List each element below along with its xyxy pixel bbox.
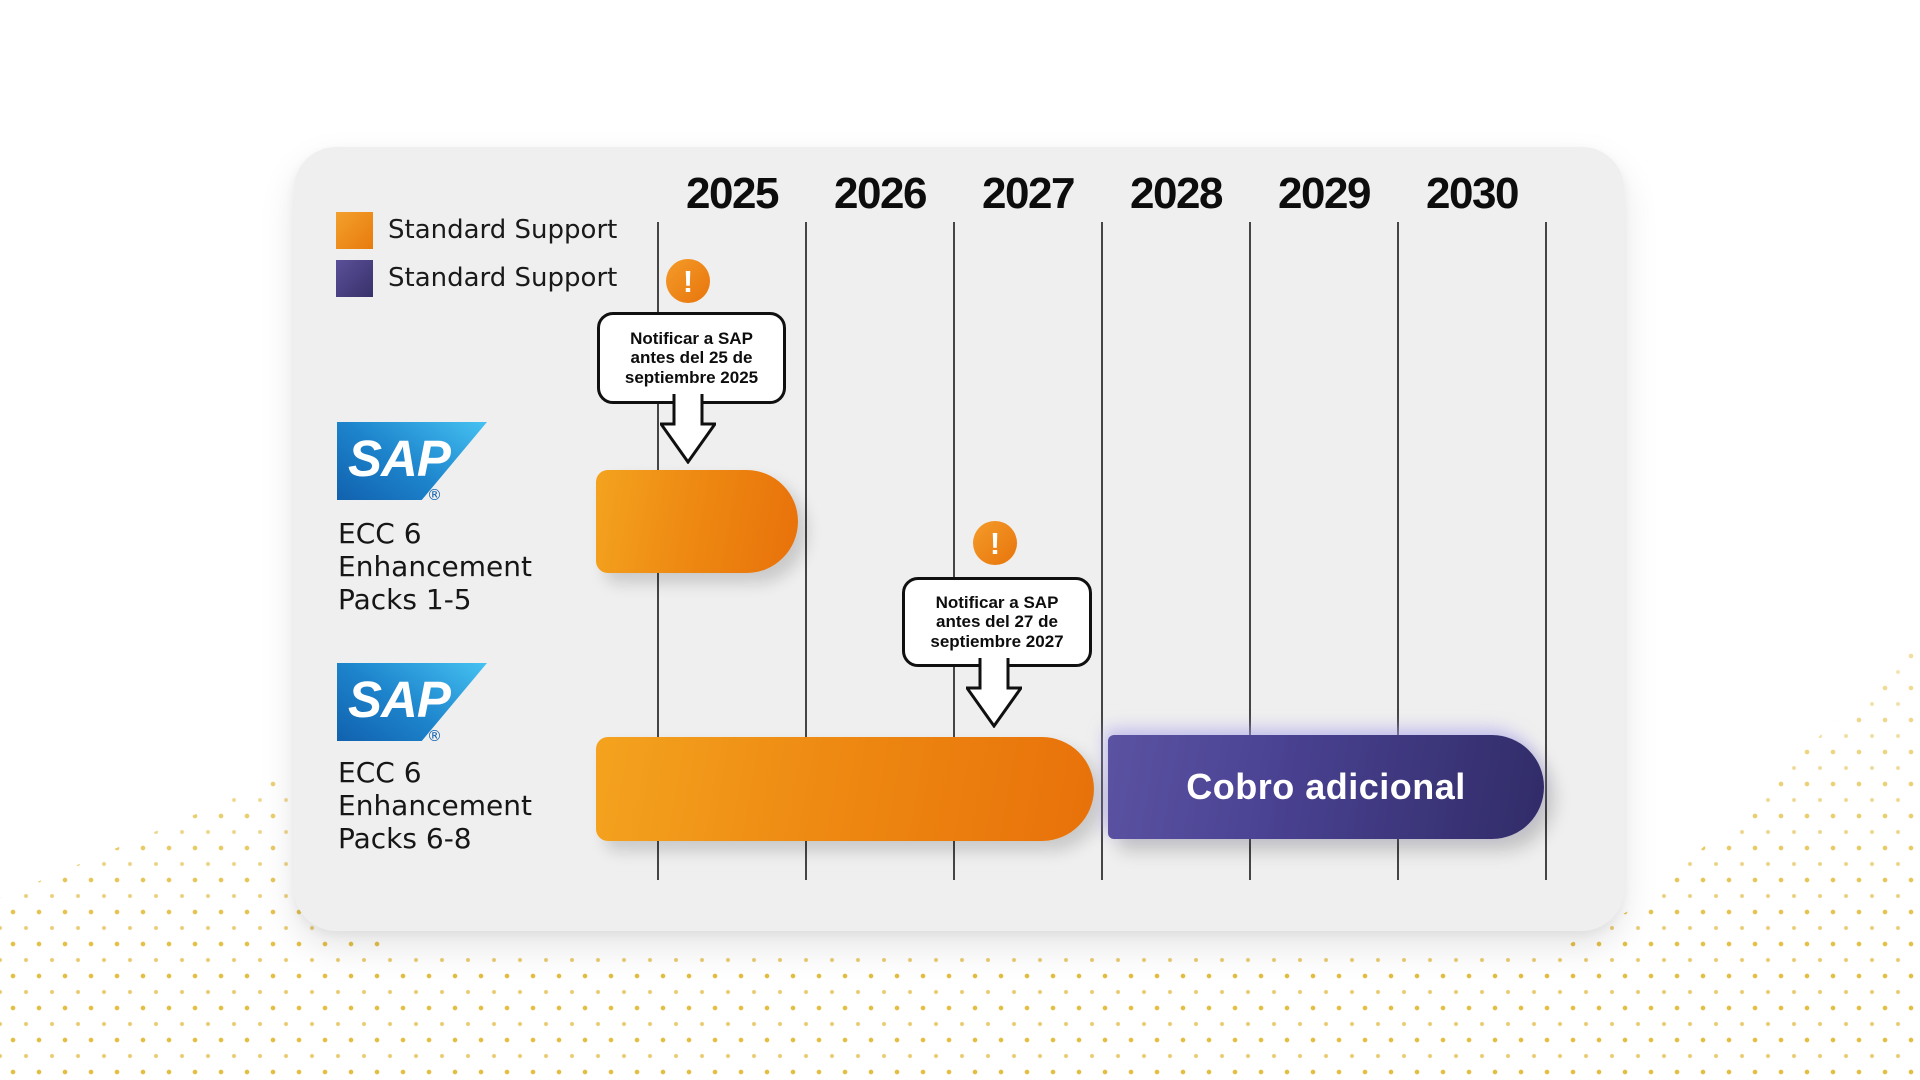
product-label-packs-6-8: ECC 6 Enhancement Packs 6-8 <box>338 756 532 855</box>
bar-label: Cobro adicional <box>1186 766 1466 807</box>
callout-line: septiembre 2025 <box>624 367 759 387</box>
warning-icon: ! <box>973 521 1017 565</box>
gridline <box>1397 222 1399 880</box>
legend-swatch-orange <box>336 211 373 249</box>
year-label-2028: 2028 <box>1130 169 1223 218</box>
gridline <box>953 222 955 880</box>
product-line: ECC 6 <box>338 517 422 550</box>
product-line: ECC 6 <box>338 756 422 789</box>
gridline <box>1249 222 1251 880</box>
callout-notify-2025: Notificar a SAP antes del 25 de septiemb… <box>597 312 786 404</box>
product-line: Enhancement <box>338 550 532 583</box>
legend-item-standard-support-orange: Standard Support <box>336 206 617 254</box>
year-label-2027: 2027 <box>982 169 1075 218</box>
support-bar-packs-1-5 <box>596 470 798 573</box>
sap-logo-text: SAP <box>348 671 451 728</box>
registered-mark: ® <box>427 486 442 504</box>
exclamation-glyph: ! <box>989 525 1001 561</box>
year-label-2030: 2030 <box>1426 169 1519 218</box>
gridline <box>805 222 807 880</box>
callout-line: antes del 25 de <box>630 348 753 368</box>
callout-line: septiembre 2027 <box>930 631 1064 651</box>
year-label-2029: 2029 <box>1278 169 1371 218</box>
callout-line: antes del 27 de <box>936 612 1058 632</box>
gridline <box>1545 222 1547 880</box>
legend-swatch-purple <box>336 259 373 297</box>
gridline <box>1101 222 1103 880</box>
callout-notify-2027: Notificar a SAP antes del 27 de septiemb… <box>902 577 1092 667</box>
exclamation-glyph: ! <box>682 263 694 299</box>
year-label-2026: 2026 <box>834 169 927 218</box>
down-arrow-icon <box>660 394 716 464</box>
registered-mark: ® <box>427 727 442 745</box>
sap-logo-text: SAP <box>348 430 451 487</box>
product-line: Enhancement <box>338 789 532 822</box>
legend-label: Standard Support <box>388 215 618 245</box>
year-label-2025: 2025 <box>686 169 779 218</box>
callout-line: Notificar a SAP <box>630 328 753 348</box>
down-arrow-icon <box>966 658 1022 728</box>
legend-label: Standard Support <box>388 263 618 293</box>
support-bar-packs-6-8 <box>596 737 1094 841</box>
product-label-packs-1-5: ECC 6 Enhancement Packs 1-5 <box>338 517 532 616</box>
product-line: Packs 1-5 <box>338 583 472 616</box>
additional-charge-bar: Cobro adicional <box>1108 735 1544 839</box>
product-line: Packs 6-8 <box>338 822 472 855</box>
callout-line: Notificar a SAP <box>935 592 1059 612</box>
warning-icon: ! <box>666 259 710 303</box>
legend-item-standard-support-purple: Standard Support <box>336 254 617 302</box>
